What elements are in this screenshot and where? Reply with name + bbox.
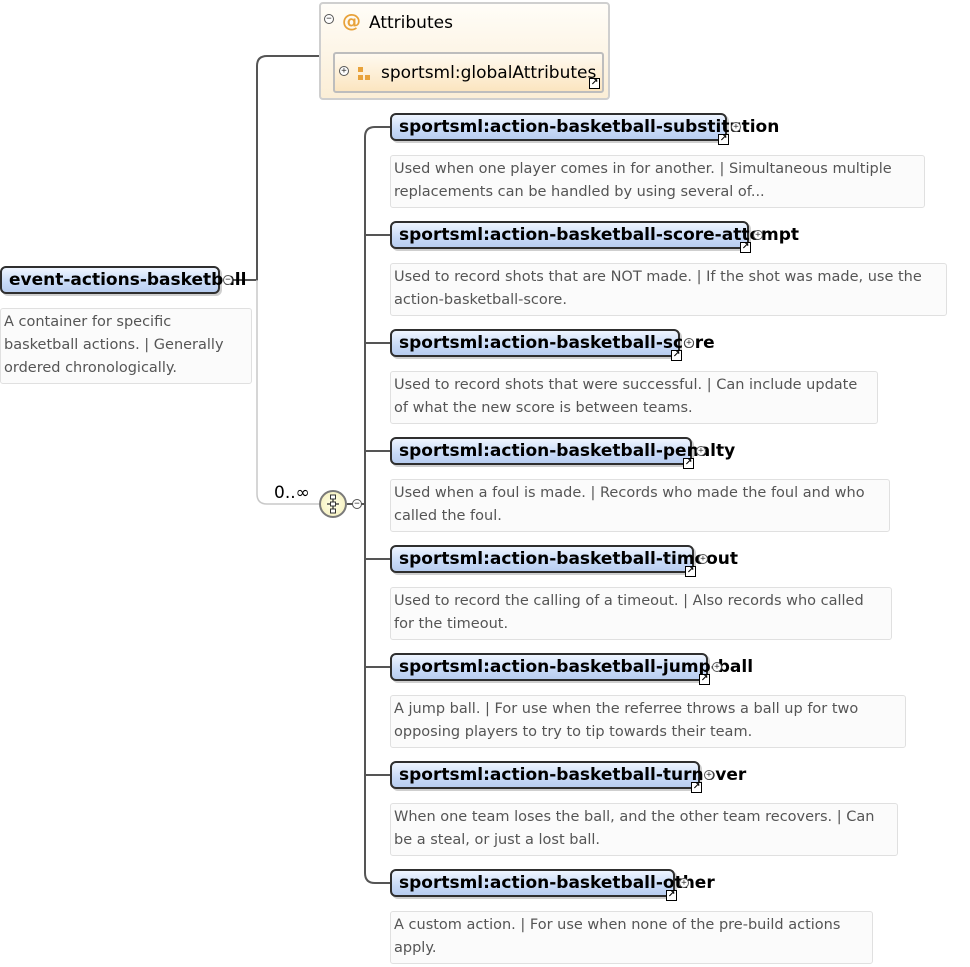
child-element-label: sportsml:action-basketball-other bbox=[399, 873, 715, 893]
expand-icon[interactable]: + bbox=[704, 770, 714, 780]
child-annotation-text: Used when one player comes in for anothe… bbox=[394, 161, 892, 200]
reference-arrow-icon: ↗ bbox=[589, 78, 600, 89]
attributes-title: Attributes bbox=[369, 13, 453, 33]
expand-icon[interactable]: + bbox=[339, 66, 349, 76]
reference-arrow-icon: ↗ bbox=[699, 674, 710, 685]
collapse-icon[interactable]: − bbox=[352, 499, 362, 509]
reference-arrow-icon: ↗ bbox=[671, 350, 682, 361]
expand-icon[interactable]: + bbox=[684, 338, 694, 348]
child-annotation: Used to record shots that are NOT made. … bbox=[390, 263, 947, 316]
reference-arrow-icon: ↗ bbox=[683, 458, 694, 469]
root-annotation: A container for specific basketball acti… bbox=[0, 308, 252, 384]
expand-icon[interactable]: + bbox=[731, 122, 741, 132]
expand-icon[interactable]: + bbox=[679, 878, 689, 888]
child-element[interactable]: sportsml:action-basketball-turnover ↗ bbox=[390, 761, 746, 793]
child-annotation-text: Used to record shots that were successfu… bbox=[394, 377, 858, 416]
child-element[interactable]: sportsml:action-basketball-substitution … bbox=[390, 113, 779, 145]
attributes-box: − @ Attributes + sportsml:globalAttribut… bbox=[319, 2, 610, 100]
child-element-label: sportsml:action-basketball-turnover bbox=[399, 765, 747, 785]
collapse-icon[interactable]: − bbox=[223, 275, 233, 285]
child-element-label: sportsml:action-basketball-score-attempt bbox=[399, 225, 799, 245]
child-element[interactable]: sportsml:action-basketball-timeout ↗ bbox=[390, 545, 738, 577]
root-element[interactable]: event-actions-basketball bbox=[0, 266, 246, 294]
child-element-label: sportsml:action-basketball-timeout bbox=[399, 549, 738, 569]
expand-icon[interactable]: + bbox=[712, 662, 722, 672]
child-annotation-text: A jump ball. | For use when the referree… bbox=[394, 701, 859, 740]
expand-icon[interactable]: + bbox=[698, 554, 708, 564]
occurrence-label: 0..∞ bbox=[274, 483, 310, 503]
reference-arrow-icon: ↗ bbox=[666, 890, 677, 901]
child-annotation: Used to record the calling of a timeout.… bbox=[390, 587, 892, 640]
collapse-icon[interactable]: − bbox=[324, 14, 334, 24]
child-element[interactable]: sportsml:action-basketball-score-attempt… bbox=[390, 221, 799, 253]
child-element[interactable]: sportsml:action-basketball-other ↗ bbox=[390, 869, 715, 901]
child-annotation-text: Used to record the calling of a timeout.… bbox=[394, 593, 864, 632]
child-annotation-text: A custom action. | For use when none of … bbox=[394, 917, 841, 956]
child-annotation: A jump ball. | For use when the referree… bbox=[390, 695, 906, 748]
expand-icon[interactable]: + bbox=[696, 446, 706, 456]
child-annotation: A custom action. | For use when none of … bbox=[390, 911, 873, 964]
reference-arrow-icon: ↗ bbox=[691, 782, 702, 793]
child-annotation: Used to record shots that were successfu… bbox=[390, 371, 878, 424]
reference-arrow-icon: ↗ bbox=[718, 134, 729, 145]
attribute-group-icon bbox=[358, 67, 372, 81]
child-annotation: When one team loses the ball, and the ot… bbox=[390, 803, 898, 856]
child-element[interactable]: sportsml:action-basketball-penalty ↗ bbox=[390, 437, 735, 469]
child-element-label: sportsml:action-basketball-score bbox=[399, 333, 715, 353]
child-element-label: sportsml:action-basketball-jump-ball bbox=[399, 657, 754, 677]
root-element-label: event-actions-basketball bbox=[9, 270, 247, 290]
sequence-compositor-icon[interactable] bbox=[319, 490, 347, 518]
child-annotation: Used when a foul is made. | Records who … bbox=[390, 479, 890, 532]
child-element[interactable]: sportsml:action-basketball-score ↗ bbox=[390, 329, 715, 361]
reference-arrow-icon: ↗ bbox=[685, 566, 696, 577]
child-element[interactable]: sportsml:action-basketball-jump-ball ↗ bbox=[390, 653, 753, 685]
attribute-group-global-attributes[interactable]: + sportsml:globalAttributes ↗ bbox=[333, 52, 604, 93]
expand-icon[interactable]: + bbox=[753, 230, 763, 240]
at-sign-icon: @ bbox=[342, 10, 361, 32]
reference-arrow-icon: ↗ bbox=[740, 242, 751, 253]
root-annotation-text: A container for specific basketball acti… bbox=[4, 314, 224, 376]
child-annotation-text: Used to record shots that are NOT made. … bbox=[394, 269, 922, 308]
attribute-group-label: sportsml:globalAttributes bbox=[381, 63, 597, 83]
child-annotation-text: Used when a foul is made. | Records who … bbox=[394, 485, 865, 524]
child-annotation-text: When one team loses the ball, and the ot… bbox=[394, 809, 875, 848]
child-annotation: Used when one player comes in for anothe… bbox=[390, 155, 925, 208]
child-element-label: sportsml:action-basketball-substitution bbox=[399, 117, 780, 137]
child-element-label: sportsml:action-basketball-penalty bbox=[399, 441, 736, 461]
